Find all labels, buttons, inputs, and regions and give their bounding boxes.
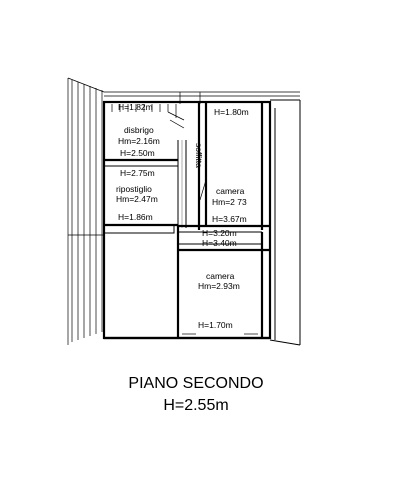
corridor-height-1: H=3.20m	[202, 228, 237, 238]
interior-walls	[103, 102, 270, 338]
ripostiglio-top-height: H=2.75m	[120, 168, 155, 178]
floor-title: PIANO SECONDO H=2.55m	[128, 375, 263, 414]
disbrigo-height: H=2.50m	[120, 148, 155, 158]
stair	[111, 104, 185, 129]
camera2-bottom-height: H=1.70m	[198, 320, 233, 330]
left-hatch	[67, 77, 105, 345]
disbrigo-hm: Hm=2.16m	[118, 136, 160, 146]
ripostiglio-hm: Hm=2.47m	[116, 194, 158, 204]
camera2-hm: Hm=2.93m	[198, 281, 240, 291]
camera1-name: camera	[216, 186, 245, 196]
camera2-name: camera	[206, 271, 235, 281]
camera1-top-height: H=1.80m	[214, 107, 249, 117]
ripostiglio-name: ripostiglio	[116, 184, 152, 194]
top-left-height: H=1.82m	[118, 102, 153, 112]
room-labels: H=1.82m disbrigo Hm=2.16m H=2.50m soffit…	[116, 102, 249, 330]
floor-height: H=2.55m	[163, 397, 228, 414]
floor-name: PIANO SECONDO	[128, 375, 263, 392]
ripostiglio-bottom-height: H=1.86m	[118, 212, 153, 222]
camera1-bottom-height: H=3.67m	[212, 214, 247, 224]
disbrigo-name: disbrigo	[124, 125, 154, 135]
soffitta-label: soffitta	[194, 143, 204, 168]
outer-walls	[102, 99, 301, 346]
corridor-height-2: H=3.40m	[202, 238, 237, 248]
camera1-hm: Hm=2 73	[212, 197, 247, 207]
